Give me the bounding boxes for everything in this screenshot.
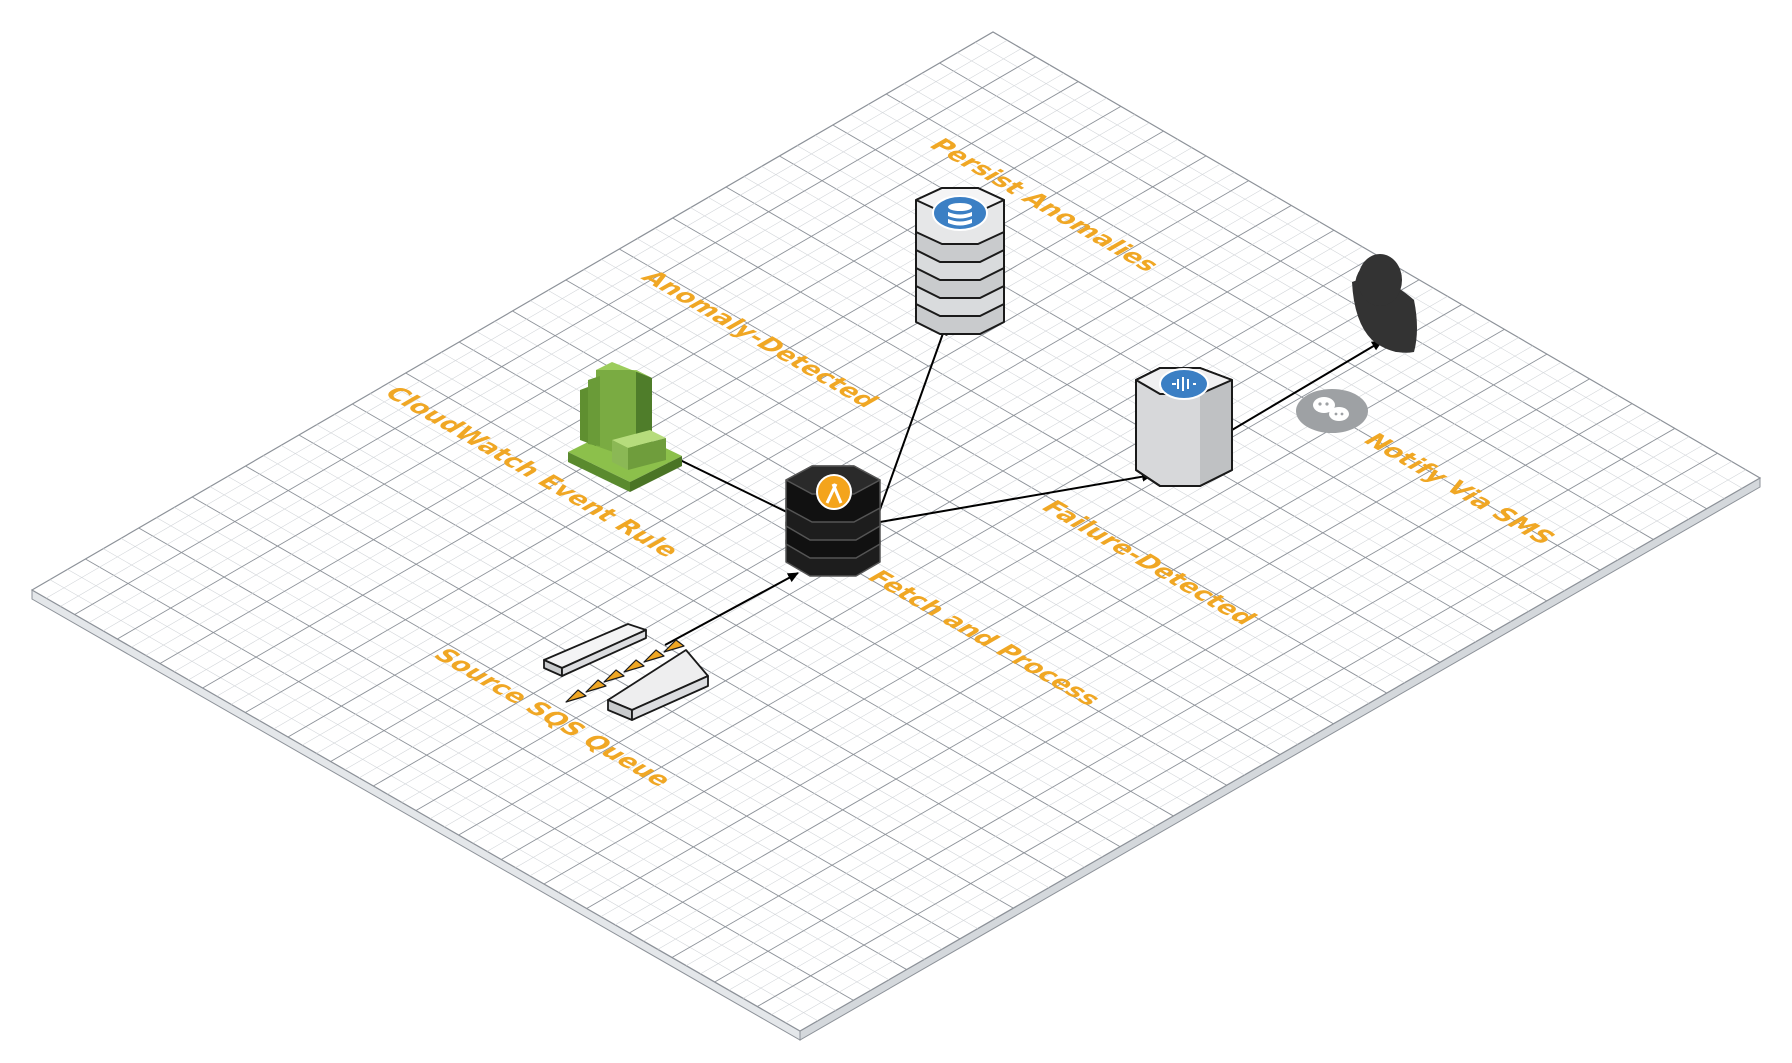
connectors: [664, 324, 1383, 646]
grid-line: [714, 428, 1676, 983]
grid-line: [643, 386, 1604, 942]
arrow-cloudwatch-to-lambda: [679, 459, 798, 518]
grid-line: [273, 172, 1235, 730]
grid-line: [117, 81, 1079, 640]
grid-line: [472, 287, 1434, 844]
grid-line: [614, 370, 1576, 926]
grid-line: [216, 139, 1178, 697]
grid-line: [558, 337, 1519, 893]
arrow-lambda-to-sns: [879, 471, 1153, 523]
grid-line: [230, 147, 1193, 705]
grid-line: [444, 271, 1406, 828]
isometric-grid-platform: [30, 31, 1762, 1032]
grid-line: [60, 48, 1022, 607]
grid-line: [486, 296, 1448, 852]
queue-icon[interactable]: [543, 623, 709, 721]
grid-line: [259, 163, 1221, 721]
grid-line: [757, 452, 1718, 1007]
grid-line: [657, 395, 1619, 950]
grid-line: [287, 180, 1249, 738]
grid-line: [572, 345, 1533, 901]
isometric-grid: [46, 39, 1746, 1024]
grid-line: [728, 436, 1690, 991]
grid-line: [671, 403, 1633, 958]
grid-line: [401, 246, 1363, 803]
grid-line: [245, 155, 1207, 713]
user-icon[interactable]: [1352, 254, 1417, 353]
dynamodb-icon[interactable]: [915, 187, 1005, 335]
arrow-sns-to-user: [1231, 340, 1383, 431]
grid-line: [686, 411, 1647, 966]
grid-line: [102, 73, 1065, 632]
grid-line: [501, 304, 1462, 860]
arrow-sqs-to-lambda: [664, 572, 799, 646]
grid-line: [771, 461, 1732, 1015]
arrow-lambda-to-dynamodb: [877, 324, 948, 516]
lambda-icon[interactable]: [785, 465, 881, 577]
grid-line: [430, 262, 1391, 819]
grid-line: [458, 279, 1420, 836]
grid-line: [88, 64, 1050, 623]
grid-line: [415, 254, 1377, 811]
grid-line: [700, 419, 1661, 975]
grid-line: [600, 362, 1562, 917]
grid-line: [785, 469, 1746, 1024]
grid-line: [74, 56, 1036, 615]
grid-line: [586, 353, 1548, 909]
notification-service-icon[interactable]: [1135, 367, 1233, 487]
chat-icon: [1296, 389, 1368, 433]
grid-line: [629, 378, 1590, 934]
cloudwatch-icon[interactable]: [568, 362, 682, 492]
grid-line: [46, 39, 1008, 599]
grid-line: [302, 188, 1264, 746]
grid-line: [742, 444, 1704, 999]
